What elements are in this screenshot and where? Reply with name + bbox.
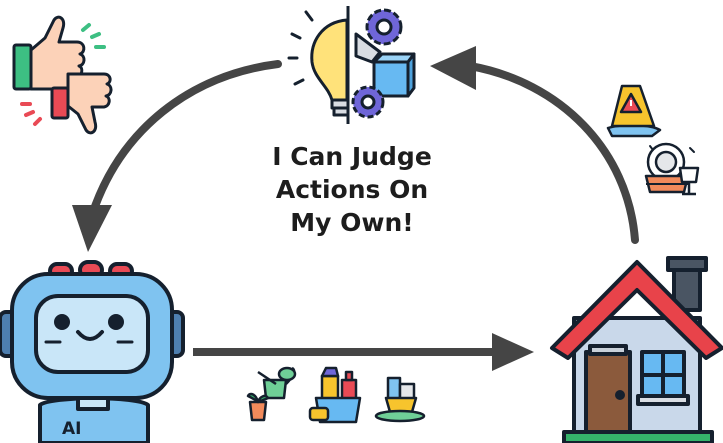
caption-line-3: My Own! [290,208,414,237]
house-icon [550,256,723,443]
arrow-house-to-thought [430,46,639,244]
robot-icon [0,260,185,443]
arrow-robot-to-house [193,333,534,371]
cleaning-supplies-icon [308,366,362,424]
watering-can-icon [246,366,297,422]
robot-chest-label: AI [62,419,81,439]
lightbulb-gears-icon [287,6,416,124]
caption-line-2: Actions On [275,175,429,204]
dirty-dishes-icon [374,376,426,423]
dishes-icon [644,142,700,196]
thumbs-up-down-icon [12,15,113,135]
arrow-thought-to-robot [72,60,282,252]
diagram-caption: I Can Judge Actions On My Own! [232,140,472,239]
wet-floor-sign-icon [606,84,662,138]
caption-line-1: I Can Judge [272,142,432,171]
